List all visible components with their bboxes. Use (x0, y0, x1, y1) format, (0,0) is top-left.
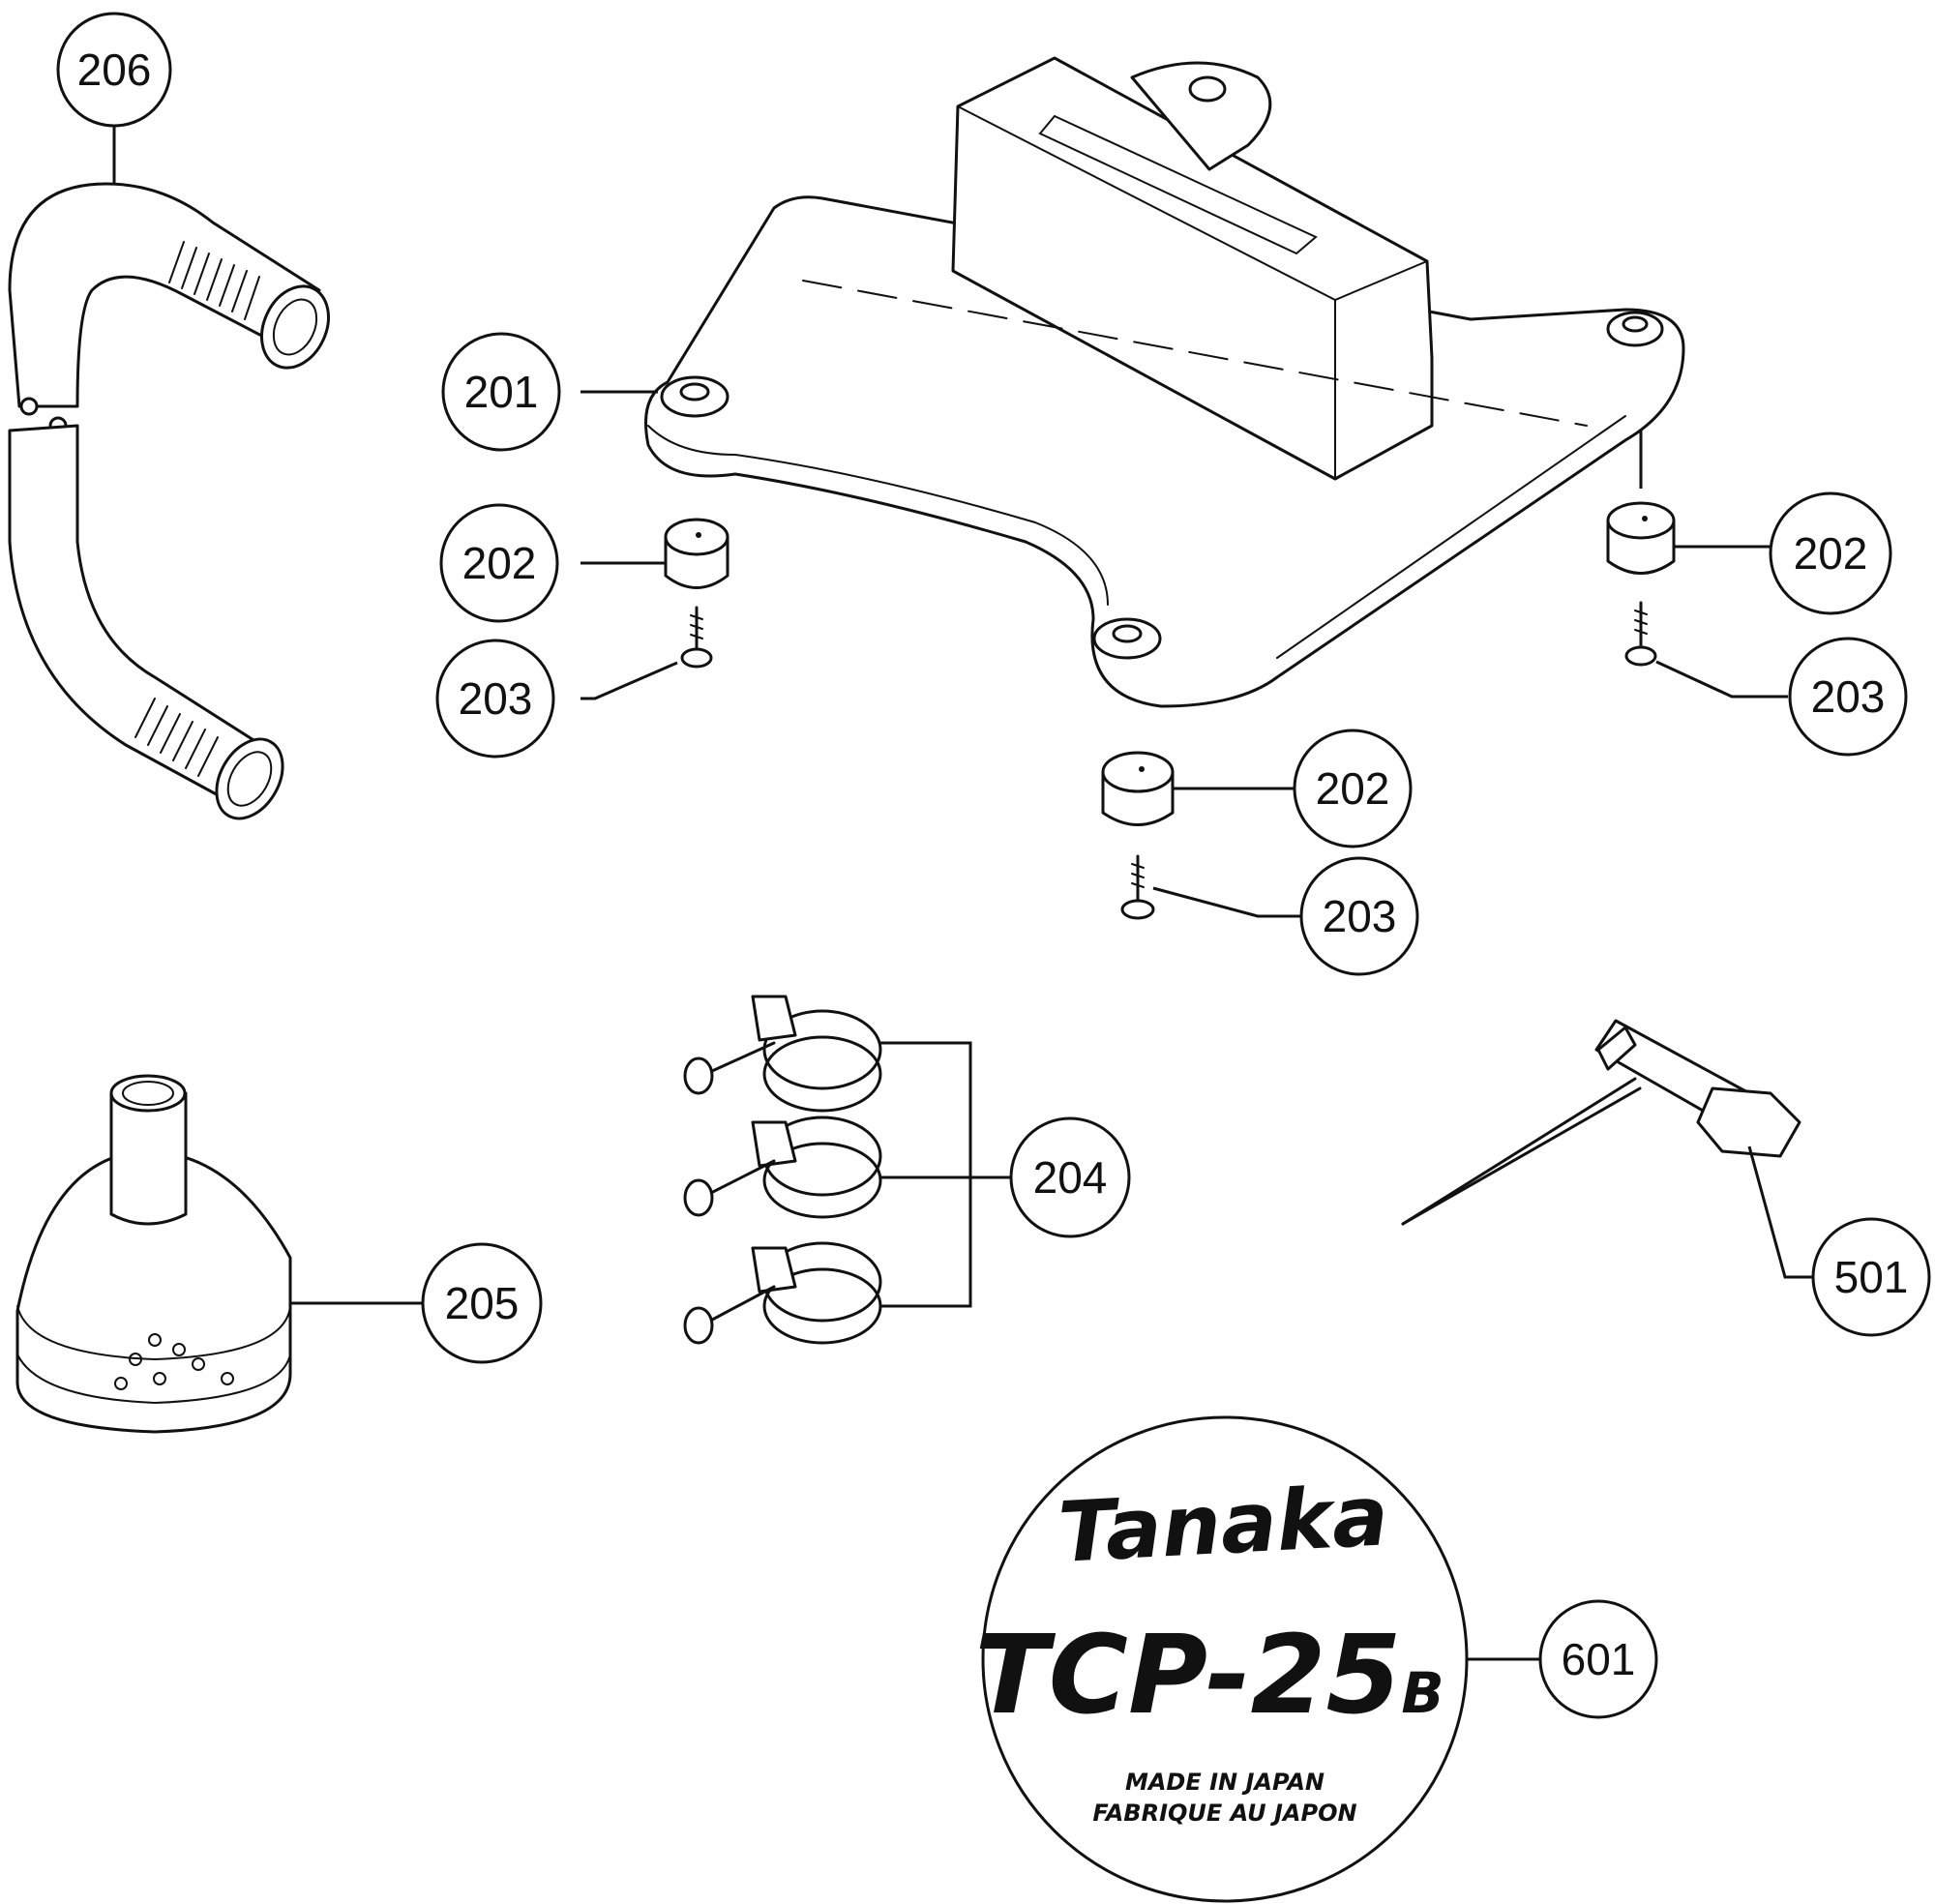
decal-model-suffix: B (1401, 1660, 1444, 1726)
callout-202-right: 202 (1769, 491, 1892, 615)
svg-text:501: 501 (1834, 1252, 1909, 1302)
svg-text:204: 204 (1033, 1152, 1108, 1203)
clamp-3 (683, 1241, 882, 1345)
callout-202-center: 202 (1293, 729, 1413, 848)
decal-brand: Tanaka (1057, 1468, 1391, 1582)
rubber-foot-202-right (1606, 431, 1771, 575)
rubber-foot-202-left (580, 518, 729, 589)
decal-line1: MADE IN JAPAN (1125, 1769, 1325, 1796)
screw-203-right (1624, 601, 1788, 699)
callout-202-left: 202 (439, 503, 559, 623)
svg-text:203: 203 (1811, 671, 1886, 722)
hose-ribbing-lower (134, 698, 219, 777)
svg-text:202: 202 (1316, 763, 1390, 814)
callout-203-left: 203 (435, 639, 555, 759)
rubber-foot-202-center (1101, 751, 1296, 826)
svg-text:202: 202 (462, 538, 537, 588)
svg-text:202: 202 (1794, 528, 1868, 579)
svg-text:601: 601 (1562, 1634, 1636, 1684)
callout-205: 205 (421, 1242, 543, 1364)
decal-601: Tanaka TCP-25B MADE IN JAPAN FABRIQUE AU… (974, 1415, 1540, 1903)
clamp-1 (683, 995, 882, 1113)
callout-203-center: 203 (1299, 856, 1419, 976)
svg-text:TCP-25B: TCP-25B (974, 1613, 1444, 1739)
decal-line2: FABRIQUE AU JAPON (1092, 1800, 1356, 1827)
svg-text:203: 203 (1323, 891, 1397, 941)
callout-206: 206 (56, 12, 172, 128)
hose-206 (8, 106, 330, 820)
callout-201: 201 (441, 332, 561, 452)
decal-model: TCP-25 (974, 1613, 1401, 1739)
strainer-205 (15, 1074, 424, 1434)
svg-text:205: 205 (445, 1278, 520, 1328)
hose-clamps-204 (683, 995, 1011, 1345)
base-plate-201 (580, 56, 1685, 708)
svg-text:201: 201 (464, 367, 539, 417)
screw-203-left (580, 606, 713, 700)
hose-ribbing-upper (168, 241, 260, 320)
svg-text:203: 203 (459, 673, 533, 724)
svg-text:206: 206 (77, 45, 152, 95)
screw-203-center (1120, 854, 1301, 920)
callout-601: 601 (1538, 1599, 1658, 1719)
callout-501: 501 (1811, 1217, 1931, 1337)
callout-204: 204 (1009, 1116, 1131, 1238)
callout-203-right: 203 (1788, 637, 1908, 757)
plug-wrench-501 (1401, 1019, 1814, 1279)
clamp-2 (683, 1116, 882, 1219)
